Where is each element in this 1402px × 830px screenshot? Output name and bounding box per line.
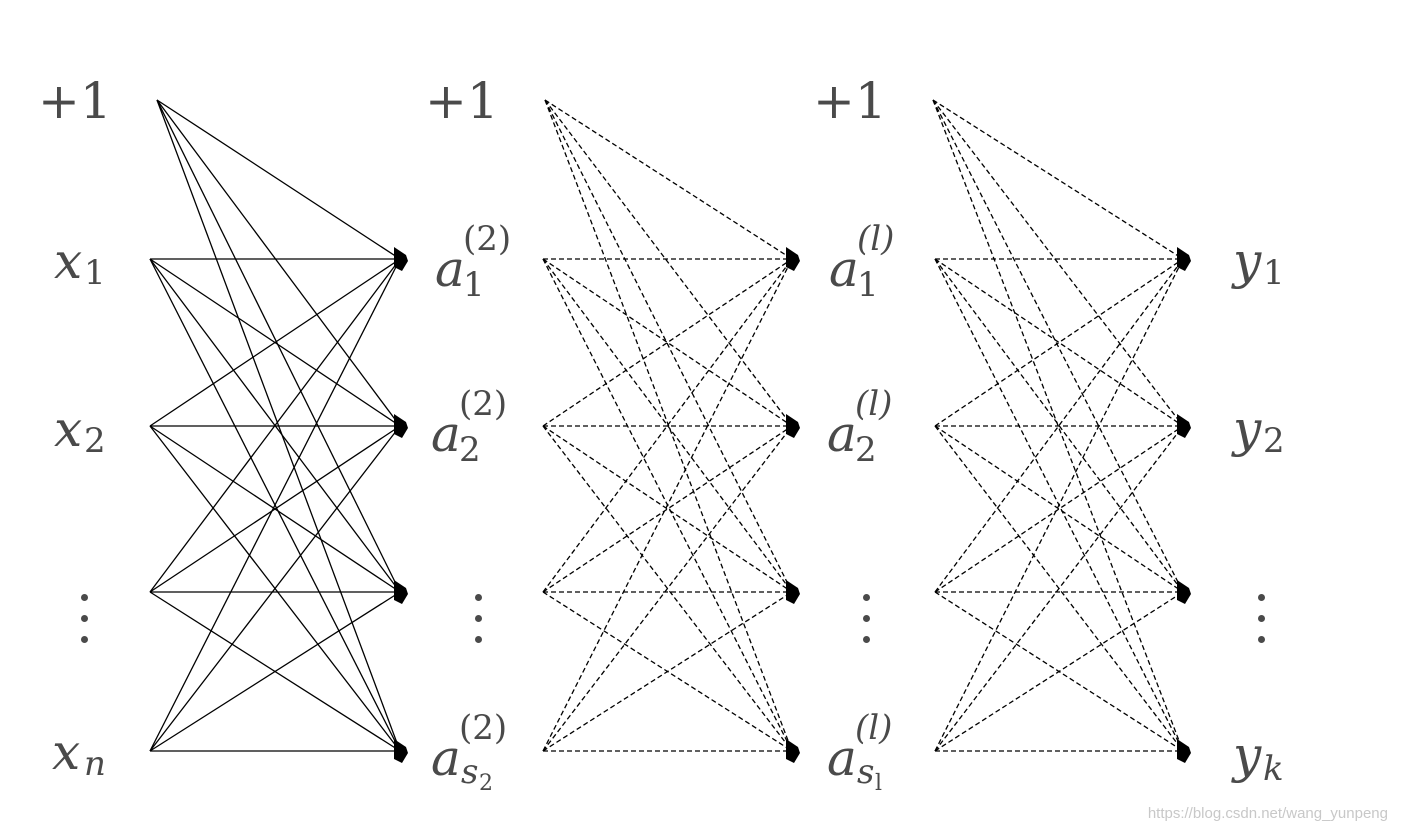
hiddenl-to-output-bias-edge-2 bbox=[932, 99, 1184, 593]
hiddenl-to-output-edge-0-1 bbox=[934, 258, 1184, 427]
input-to-hidden2-edge-3-1 bbox=[149, 425, 401, 752]
input-to-hidden2-edge-3-0 bbox=[149, 258, 401, 752]
hidden2-to-hiddenl-arrowhead-1 bbox=[786, 414, 800, 438]
watermark: https://blog.csdn.net/wang_yunpeng bbox=[1147, 805, 1388, 822]
hidden2-to-hiddenl-edge-3-1 bbox=[542, 425, 793, 752]
hiddenl-to-output-arrowhead-3 bbox=[1177, 739, 1191, 763]
hidden2-to-hiddenl-edge-0-1 bbox=[542, 258, 793, 427]
input-to-hidden2-edge-2-1 bbox=[149, 425, 401, 593]
hiddenl-to-output-edge-3-0 bbox=[934, 258, 1184, 752]
hidden2-to-hiddenl-edge-0-2 bbox=[542, 258, 793, 593]
hiddenl-to-output-edge-0-2 bbox=[934, 258, 1184, 593]
hidden2-to-hiddenl-edge-2-1 bbox=[542, 425, 793, 593]
hidden2-to-hiddenl-edge-2-0 bbox=[542, 258, 793, 593]
hidden2-to-hiddenl-edge-1-0 bbox=[542, 258, 793, 427]
hiddenl-vdots bbox=[859, 594, 873, 657]
hidden2-vdots bbox=[471, 594, 485, 657]
hidden2-to-hiddenl-arrowhead-2 bbox=[786, 580, 800, 604]
hiddenl-to-output-edge-2-0 bbox=[934, 258, 1184, 593]
hidden2-to-hiddenl-bias-edge-3 bbox=[544, 99, 793, 752]
hiddenl-bias-label: +1 bbox=[813, 72, 887, 130]
input-to-hidden2-arrowhead-0 bbox=[394, 247, 408, 271]
input-to-hidden2-bias-edge-1 bbox=[156, 99, 401, 427]
input-to-hidden2-edge-3-2 bbox=[149, 591, 401, 752]
hiddenl-to-output-edge-3-2 bbox=[934, 591, 1184, 752]
hiddenl-to-output-edge-2-1 bbox=[934, 425, 1184, 593]
input-to-hidden2-bias-edge-0 bbox=[156, 99, 401, 260]
hiddenl-node-a1: a(l)1 bbox=[829, 219, 895, 305]
hiddenl-to-output-edge-1-2 bbox=[934, 425, 1184, 593]
hidden2-bias-label: +1 bbox=[425, 72, 499, 130]
hidden2-to-hiddenl-edge-3-0 bbox=[542, 258, 793, 752]
hidden2-to-hiddenl-bias-edge-0 bbox=[544, 99, 793, 260]
hiddenl-to-output-arrowhead-1 bbox=[1177, 414, 1191, 438]
hidden2-to-hiddenl-edge-1-2 bbox=[542, 425, 793, 593]
hidden2-to-hiddenl-bias-edge-2 bbox=[544, 99, 793, 593]
input-to-hidden2-edge-2-0 bbox=[149, 258, 401, 593]
input-to-hidden2-arrowhead-3 bbox=[394, 739, 408, 763]
hiddenl-to-output-arrowhead-0 bbox=[1177, 247, 1191, 271]
hiddenl-node-a2: a(l)2 bbox=[827, 384, 893, 470]
input-to-hidden2-bias-edge-2 bbox=[156, 99, 401, 593]
input-to-hidden2-arrowhead-1 bbox=[394, 414, 408, 438]
input-to-hidden2-arrowhead-2 bbox=[394, 580, 408, 604]
hidden2-to-hiddenl-arrowhead-3 bbox=[786, 739, 800, 763]
hiddenl-to-output-arrowhead-2 bbox=[1177, 580, 1191, 604]
hiddenl-to-output-bias-edge-1 bbox=[932, 99, 1184, 427]
input-to-hidden2-edge-1-0 bbox=[149, 258, 401, 427]
hidden2-to-hiddenl-arrowhead-0 bbox=[786, 247, 800, 271]
output-vdots bbox=[1254, 594, 1268, 657]
hiddenl-to-output-edge-3-1 bbox=[934, 425, 1184, 752]
hiddenl-to-output-bias-edge-0 bbox=[932, 99, 1184, 260]
input-bias-label: +1 bbox=[38, 72, 112, 130]
hidden2-to-hiddenl-bias-edge-1 bbox=[544, 99, 793, 427]
hidden2-to-hiddenl-edge-3-2 bbox=[542, 591, 793, 752]
hiddenl-to-output-edge-1-0 bbox=[934, 258, 1184, 427]
input-vdots bbox=[77, 594, 91, 657]
hidden2-node-a1: a(2)1 bbox=[435, 219, 512, 305]
hidden2-node-a2: a(2)2 bbox=[431, 384, 508, 470]
